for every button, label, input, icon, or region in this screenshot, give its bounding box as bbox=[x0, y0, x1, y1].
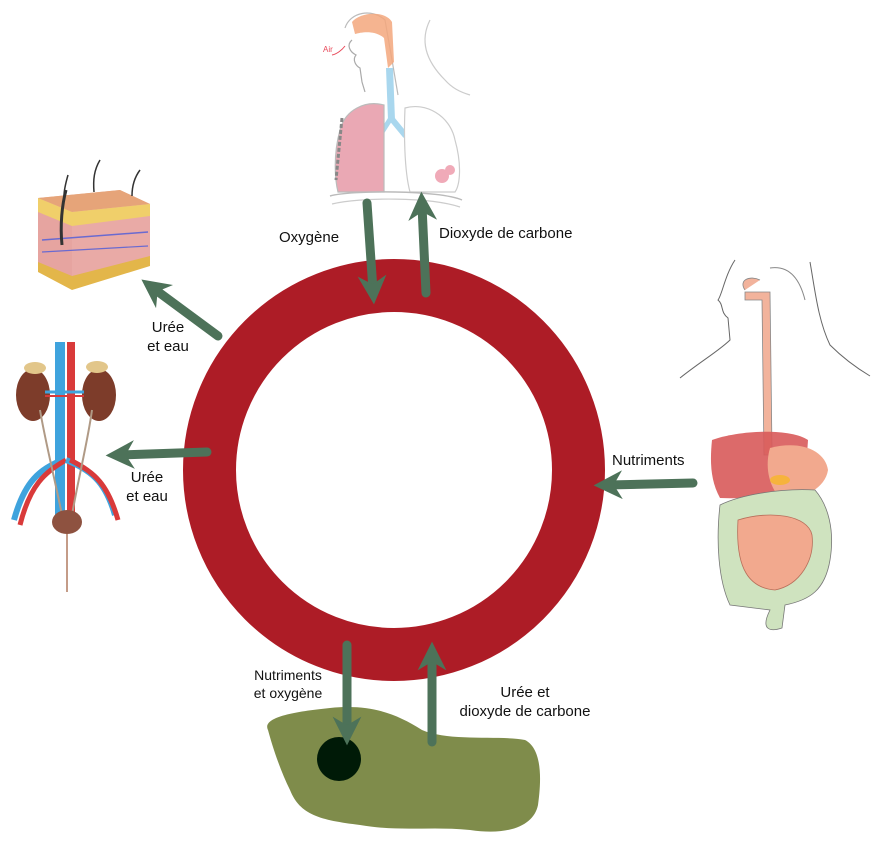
label-kidney-urea-line2: et eau bbox=[126, 488, 168, 505]
arrow-co2-to-lungs bbox=[408, 191, 438, 298]
digestive-illustration bbox=[679, 259, 871, 631]
kidneys-illustration bbox=[11, 342, 121, 592]
label-kidney-urea-line1: Urée bbox=[130, 469, 164, 486]
air-label: Air bbox=[323, 45, 333, 54]
arrow-urea-to-skin bbox=[141, 279, 223, 341]
label-skin-urea-water: Urée et eau bbox=[138, 318, 198, 356]
arrow-nutrients-to-blood bbox=[593, 470, 698, 500]
label-oxygen: Oxygène bbox=[279, 229, 340, 246]
cell-body bbox=[267, 707, 541, 832]
label-skin-urea-line2: et eau bbox=[147, 338, 189, 355]
label-nutrients: Nutriments bbox=[612, 452, 685, 469]
label-cell-out-line2: dioxyde de carbone bbox=[459, 703, 591, 720]
label-carbon-dioxide: Dioxyde de carbone bbox=[439, 225, 573, 242]
label-kidney-urea-water: Urée et eau bbox=[117, 468, 177, 506]
skin-illustration bbox=[38, 159, 150, 290]
label-cell-out-line1: Urée et bbox=[500, 684, 550, 701]
lungs-illustration: Air bbox=[323, 12, 471, 208]
label-nutrients-oxygen: Nutriments et oxygène bbox=[243, 666, 333, 702]
arrow-oxygen-to-blood bbox=[357, 198, 387, 305]
label-urea-co2: Urée et dioxyde de carbone bbox=[445, 683, 605, 721]
arrow-urea-to-kidneys bbox=[105, 440, 212, 469]
blood-circulation-ring bbox=[183, 259, 605, 681]
cell-nucleus bbox=[317, 737, 361, 781]
label-skin-urea-line1: Urée bbox=[151, 319, 185, 336]
label-cell-in-line2: et oxygène bbox=[253, 685, 323, 701]
label-cell-in-line1: Nutriments bbox=[254, 667, 322, 683]
